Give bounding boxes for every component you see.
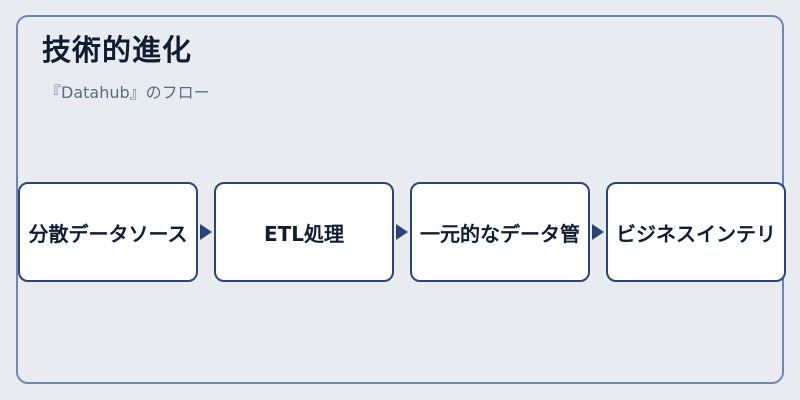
arrow-right-icon [396, 224, 408, 240]
flow-step-business-intelligence: ビジネスインテリ [606, 182, 786, 282]
flow-step-label: ETL処理 [263, 221, 345, 246]
flow-step-label: ビジネスインテリ [616, 221, 776, 246]
flow-step-data-sources: 分散データソース [18, 182, 198, 282]
diagram-frame: 技術的進化 『Datahub』のフロー 分散データソース ETL処理 一元的なデ… [16, 15, 786, 384]
arrow-right-icon [592, 224, 604, 240]
flow-step-label: 分散データソース [28, 221, 188, 246]
flow-diagram: 分散データソース ETL処理 一元的なデータ管 ビジネスインテリ [18, 182, 786, 282]
flow-step-label: 一元的なデータ管 [420, 221, 580, 246]
page-title: 技術的進化 [42, 33, 193, 67]
page-subtitle: 『Datahub』のフロー [45, 83, 210, 102]
flow-step-etl: ETL処理 [214, 182, 394, 282]
arrow-right-icon [200, 224, 212, 240]
flow-step-central-data: 一元的なデータ管 [410, 182, 590, 282]
